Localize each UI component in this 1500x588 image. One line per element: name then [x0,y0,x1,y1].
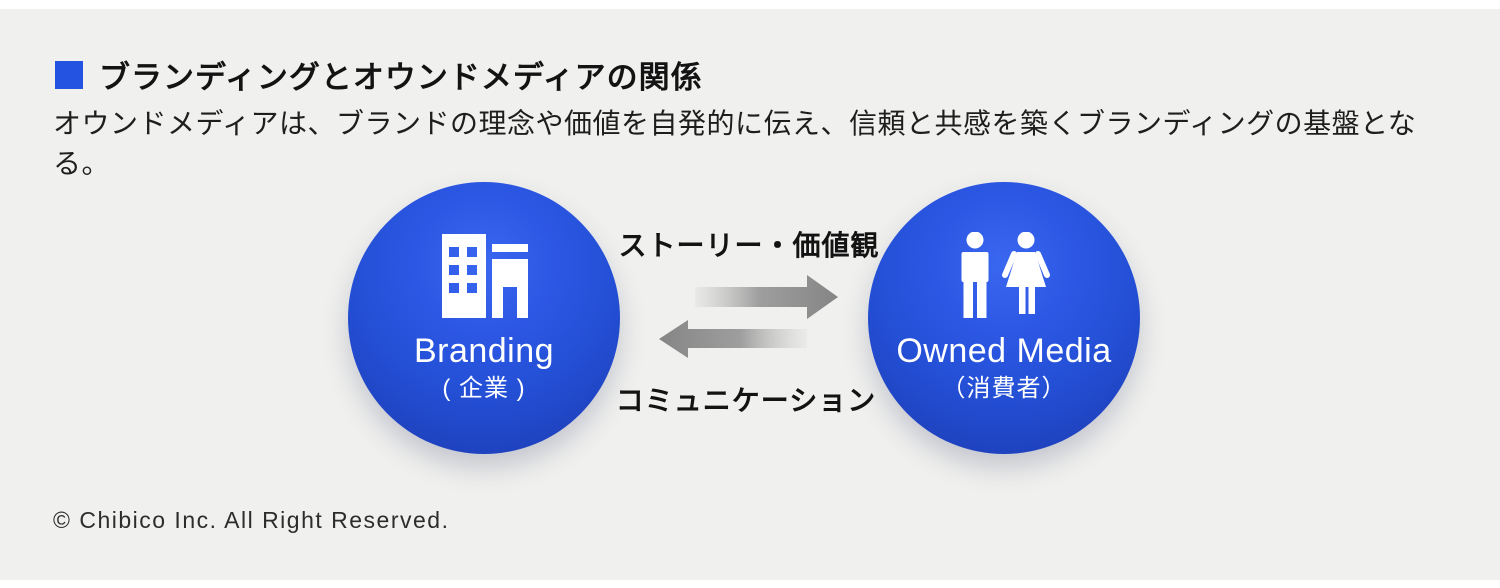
owned-media-label: Owned Media [896,332,1112,370]
branding-label: Branding [413,332,555,370]
copyright-text: © Chibico Inc. All Right Reserved. [53,507,450,533]
left-arrow [659,320,807,358]
right-arrow [695,275,838,319]
owned-media-sublabel: （消費者） [941,375,1067,402]
exchange-arrows [650,270,845,362]
branding-sublabel: ( 企業 ) [442,375,526,402]
page-title: ブランディングとオウンドメディアの関係 [99,60,703,95]
owned-media-node: Owned Media （消費者） [868,182,1140,454]
building-icon [440,234,528,318]
title-bullet-square [55,60,83,89]
woman-icon [1002,232,1050,314]
page-subtitle: オウンドメディアは、ブランドの理念や価値を自発的に伝え、信頼と共感を築くブランデ… [53,108,1417,179]
bottom-arrow-label: コミュニケーション [615,385,877,416]
man-woman-icon [958,232,1050,318]
man-icon [961,232,989,318]
top-arrow-label: ストーリー・価値観 [618,230,880,261]
header: ブランディングとオウンドメディアの関係 [55,52,703,97]
branding-node: Branding ( 企業 ) [348,182,620,454]
